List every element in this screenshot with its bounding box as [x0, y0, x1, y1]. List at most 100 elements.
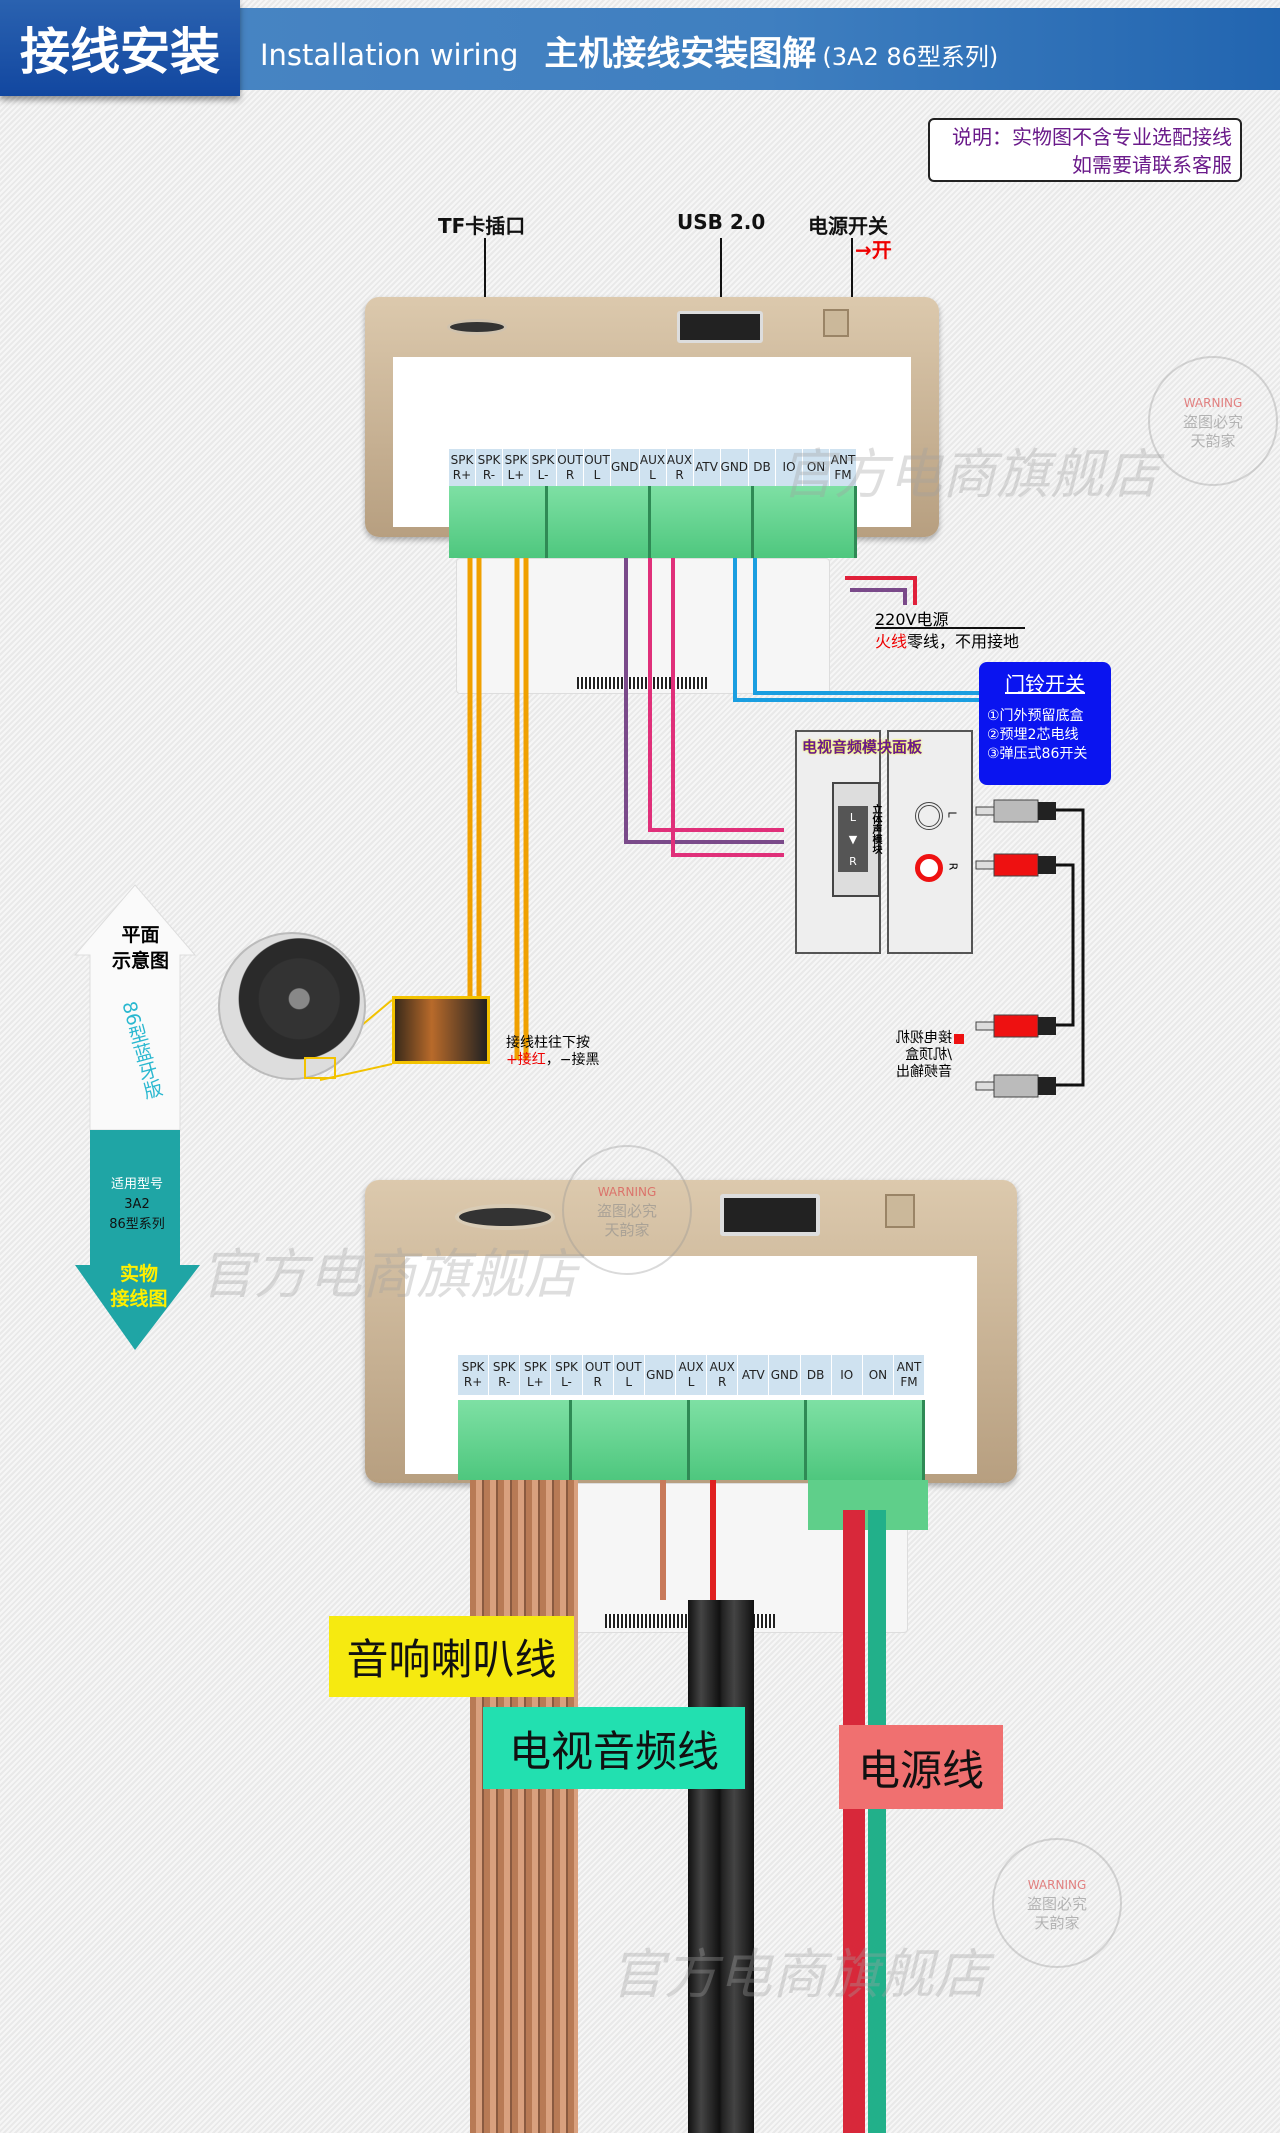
note-line: 如需要请联系客服	[1072, 153, 1232, 177]
terminal-label-text: L+	[526, 1375, 544, 1389]
terminal-label-text: L	[625, 1375, 633, 1389]
terminal-label: ATV	[738, 1355, 770, 1395]
terminal-label-text: OUT	[615, 1360, 642, 1374]
terminal-label: ON	[803, 449, 831, 486]
terminal-label-text: IO	[840, 1367, 854, 1382]
pointer-line	[851, 238, 853, 323]
model-text: 86型系列	[109, 1217, 165, 1232]
model-text: 3A2	[124, 1197, 150, 1212]
terminal-label: DB	[801, 1355, 832, 1395]
terminal-label-text: SPK	[477, 452, 501, 467]
warn-text: WARNING	[1183, 396, 1243, 410]
warn-text: 盗图必究	[596, 1202, 657, 1220]
terminal-label-text: GND	[770, 1367, 799, 1382]
pin-gnd: ▼	[848, 832, 858, 846]
red-marker	[954, 1034, 964, 1044]
warning-watermark: WARNING 盗图必究天韵家	[992, 1838, 1122, 1968]
tv-panel-right: L R	[887, 730, 973, 954]
terminal-label-text: FM	[900, 1375, 918, 1389]
power-on-label: →开	[855, 238, 892, 262]
tv-panel-title: 电视音频模块面板	[802, 738, 923, 756]
tv-out-line: /机顶盒	[905, 1047, 952, 1063]
terminal-blocks	[449, 486, 857, 558]
jack-r-icon	[915, 854, 943, 882]
warn-text: 天韵家	[1034, 1914, 1080, 1932]
speaker-cables	[470, 1480, 578, 2133]
warn-text: 盗图必究	[1026, 1895, 1087, 1913]
rca-cables	[1055, 808, 1085, 1087]
arrow-text: 平面	[121, 924, 160, 946]
terminal-label-text: GND	[646, 1367, 674, 1382]
rca-plugs	[975, 799, 1056, 1098]
jack-l-label: L	[945, 811, 959, 818]
terminal-label: ON	[863, 1355, 894, 1395]
warn-text: WARNING	[597, 1185, 657, 1199]
live-wire	[843, 1510, 865, 2133]
terminal-label-text: GND	[720, 460, 749, 474]
arrow-text: 接线图	[110, 1288, 168, 1310]
ceiling-speaker-image	[218, 932, 366, 1080]
terminal-label-text: FM	[834, 467, 852, 482]
warn-text: 天韵家	[1190, 432, 1236, 450]
terminal-label-text: ANT	[830, 452, 856, 467]
terminal-label: IO	[832, 1355, 863, 1395]
watermark-brand: 官方电商旗舰店	[200, 1243, 578, 1306]
tf-slot-icon	[447, 319, 507, 335]
doorbell-title: 门铃开关	[1005, 672, 1085, 696]
header-english: Installation wiring	[260, 38, 519, 72]
terminal-label-text: R+	[463, 1375, 483, 1389]
note-text: 接线柱往下按	[506, 1035, 590, 1051]
tv-panel-left: L▼R 立体声模块	[795, 730, 881, 954]
terminal-label-text: R+	[452, 467, 472, 482]
terminal-label-text: AUX	[666, 452, 693, 467]
terminal-label-text: DB	[753, 460, 771, 474]
doorbell-box: 门铃开关 ①门外预留底盒 ②预埋2芯电线 ③弹压式86开关	[979, 662, 1111, 785]
jack-l-icon	[915, 802, 943, 830]
warn-text: WARNING	[1027, 1878, 1087, 1892]
terminal-label-text: AUX	[639, 452, 666, 467]
doorbell-item: ②预埋2芯电线	[987, 727, 1079, 743]
terminal-label-text: IO	[782, 460, 796, 474]
doorbell-item: ③弹压式86开关	[987, 746, 1088, 762]
terminal-label-text: OUT	[584, 1360, 611, 1374]
tv-out-line: 音频输出	[896, 1064, 952, 1080]
terminal-blocks	[458, 1400, 925, 1480]
model-text: 适用型号	[110, 1177, 163, 1192]
terminal-label: GND	[645, 1355, 676, 1395]
terminal-label-text: ATV	[695, 460, 718, 474]
terminal-label-text: SPK	[461, 1360, 485, 1374]
jack-r-label: R	[946, 862, 960, 871]
terminal-label-text: GND	[611, 460, 639, 474]
header-cn-title: 主机接线安装图解	[544, 34, 817, 74]
note-text: +接	[506, 1052, 532, 1068]
terminal-label: GND	[611, 449, 640, 486]
tv-out-line: 接电视机	[896, 1030, 952, 1046]
terminal-label-text: L+	[507, 467, 525, 482]
power-switch-icon	[885, 1194, 915, 1228]
tv-audio-cable-tag: 电视音频线	[483, 1707, 745, 1789]
plan-view-label: 平面示意图	[112, 922, 169, 974]
terminal-label-text: ANT	[896, 1360, 922, 1374]
arrow-text: 示意图	[112, 950, 170, 972]
header-badge: 接线安装	[0, 0, 240, 96]
terminal-label-text: SPK	[492, 1360, 516, 1374]
note-text: 红	[531, 1052, 546, 1068]
tf-slot-icon	[455, 1204, 555, 1230]
